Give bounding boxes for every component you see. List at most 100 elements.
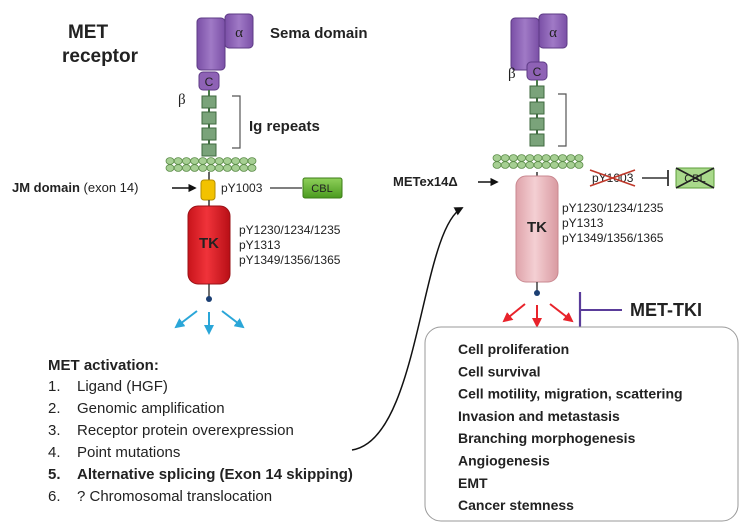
ig-repeats bbox=[201, 95, 217, 157]
membrane-lipid bbox=[509, 161, 518, 169]
activation-item-number: 3. bbox=[48, 422, 61, 439]
right-receptor: α C β METex14Δ pY1003 CBL TK bbox=[393, 13, 715, 328]
outcome-item: Cell survival bbox=[458, 363, 541, 379]
membrane-lipid bbox=[247, 157, 257, 165]
tk-site-3: pY1349/1356/1365 bbox=[239, 253, 341, 267]
membrane-lipid bbox=[222, 164, 232, 172]
outcome-item: Cell proliferation bbox=[458, 341, 569, 357]
membrane-lipid bbox=[566, 154, 576, 162]
membrane-lipid bbox=[181, 164, 191, 172]
red-arrow-right bbox=[549, 303, 574, 323]
activation-item-number: 1. bbox=[48, 378, 61, 395]
membrane-lipid bbox=[231, 157, 241, 165]
membrane-lipid bbox=[173, 157, 183, 165]
activation-list: MET activation: 1.Ligand (HGF)2.Genomic … bbox=[48, 357, 353, 505]
membrane-lipid bbox=[541, 154, 551, 162]
ig-bracket-right bbox=[558, 93, 567, 147]
tk-site-right-3: pY1349/1356/1365 bbox=[562, 231, 664, 245]
membrane-lipid bbox=[492, 161, 502, 169]
membrane-lipid bbox=[500, 154, 510, 162]
membrane-lipid bbox=[574, 161, 584, 169]
membrane-lipid bbox=[541, 161, 551, 169]
tk-site-1: pY1230/1234/1235 bbox=[239, 223, 341, 237]
jm-domain bbox=[200, 179, 216, 201]
membrane-lipid bbox=[550, 161, 559, 169]
activation-item: Genomic amplification bbox=[77, 400, 225, 417]
splicing-arrow bbox=[351, 207, 464, 451]
outcome-item: Angiogenesis bbox=[458, 453, 550, 469]
membrane-lipid bbox=[165, 164, 175, 172]
membrane-lipid bbox=[198, 164, 208, 172]
sema-domain-alpha-right bbox=[538, 13, 568, 49]
activation-item: Alternative splicing (Exon 14 skipping) bbox=[77, 466, 353, 483]
outcome-item: EMT bbox=[458, 475, 488, 491]
alpha-label-right: α bbox=[549, 25, 557, 41]
py1003-label: pY1003 bbox=[221, 181, 263, 195]
membrane-lipid bbox=[190, 164, 200, 172]
sema-domain-beta bbox=[196, 17, 226, 71]
membrane-lipid bbox=[500, 161, 510, 169]
activation-item: Point mutations bbox=[77, 444, 180, 461]
activation-item: ? Chromosomal translocation bbox=[77, 488, 272, 505]
activation-item-number: 2. bbox=[48, 400, 61, 417]
membrane-lipid bbox=[190, 157, 200, 165]
cbl-label: CBL bbox=[311, 183, 332, 195]
membrane-lipid bbox=[517, 161, 526, 169]
membrane-lipid bbox=[550, 154, 559, 162]
membrane-lipid bbox=[222, 157, 232, 165]
membrane-lipid bbox=[173, 164, 183, 172]
left-receptor: MET receptor α Sema domain C β Ig repeat… bbox=[12, 13, 368, 335]
membrane-lipid bbox=[533, 154, 543, 162]
membrane-lipid bbox=[558, 154, 567, 162]
activation-item-number: 6. bbox=[48, 488, 61, 505]
tk-site-right-2: pY1313 bbox=[562, 216, 604, 230]
activation-item-number: 5. bbox=[48, 466, 61, 483]
membrane-left bbox=[165, 157, 257, 172]
membrane-lipid bbox=[525, 154, 535, 162]
cbl-cross-2 bbox=[675, 167, 715, 189]
membrane-lipid bbox=[566, 161, 576, 169]
membrane-lipid bbox=[509, 154, 518, 162]
metex14-label: METex14Δ bbox=[393, 174, 458, 189]
red-arrow-left bbox=[502, 303, 526, 323]
membrane-lipid bbox=[574, 154, 584, 162]
cbl-box bbox=[302, 177, 343, 199]
membrane-lipid bbox=[198, 157, 208, 165]
signal-arrow-right bbox=[221, 310, 245, 329]
c-terminal-dot bbox=[206, 296, 212, 302]
membrane-lipid bbox=[558, 161, 567, 169]
py1003-cross-2 bbox=[589, 169, 636, 187]
met-title-line1: MET bbox=[68, 22, 109, 43]
outcome-item: Branching morphogenesis bbox=[458, 430, 636, 446]
met-tki-label: MET-TKI bbox=[630, 300, 702, 320]
ig-repeats-label: Ig repeats bbox=[249, 118, 320, 135]
membrane-lipid bbox=[517, 154, 526, 162]
membrane-lipid bbox=[239, 164, 249, 172]
beta-label-right: β bbox=[508, 66, 516, 82]
membrane-lipid bbox=[533, 161, 543, 169]
membrane-lipid bbox=[231, 164, 241, 172]
tk-label-right: TK bbox=[527, 219, 547, 236]
sema-domain-alpha bbox=[224, 13, 254, 49]
outcome-item: Cell motility, migration, scattering bbox=[458, 386, 683, 402]
sema-domain-label: Sema domain bbox=[270, 25, 368, 42]
membrane-lipid bbox=[165, 157, 175, 165]
membrane-lipid bbox=[525, 161, 535, 169]
membrane-lipid bbox=[214, 164, 224, 172]
tk-label: TK bbox=[199, 235, 219, 252]
alpha-label: α bbox=[235, 25, 243, 41]
membrane-lipid bbox=[214, 157, 224, 165]
met-title-line2: receptor bbox=[62, 46, 139, 67]
c-label: C bbox=[205, 75, 214, 89]
signal-arrow-left bbox=[174, 310, 198, 329]
c-label-right: C bbox=[533, 65, 542, 79]
activation-item: Ligand (HGF) bbox=[77, 378, 168, 395]
c-terminal-dot-right bbox=[534, 290, 540, 296]
membrane-lipid bbox=[492, 154, 502, 162]
jm-domain-label: JM domain (exon 14) bbox=[12, 180, 138, 195]
beta-label: β bbox=[178, 92, 186, 108]
membrane-right bbox=[492, 154, 584, 169]
tk-site-right-1: pY1230/1234/1235 bbox=[562, 201, 664, 215]
